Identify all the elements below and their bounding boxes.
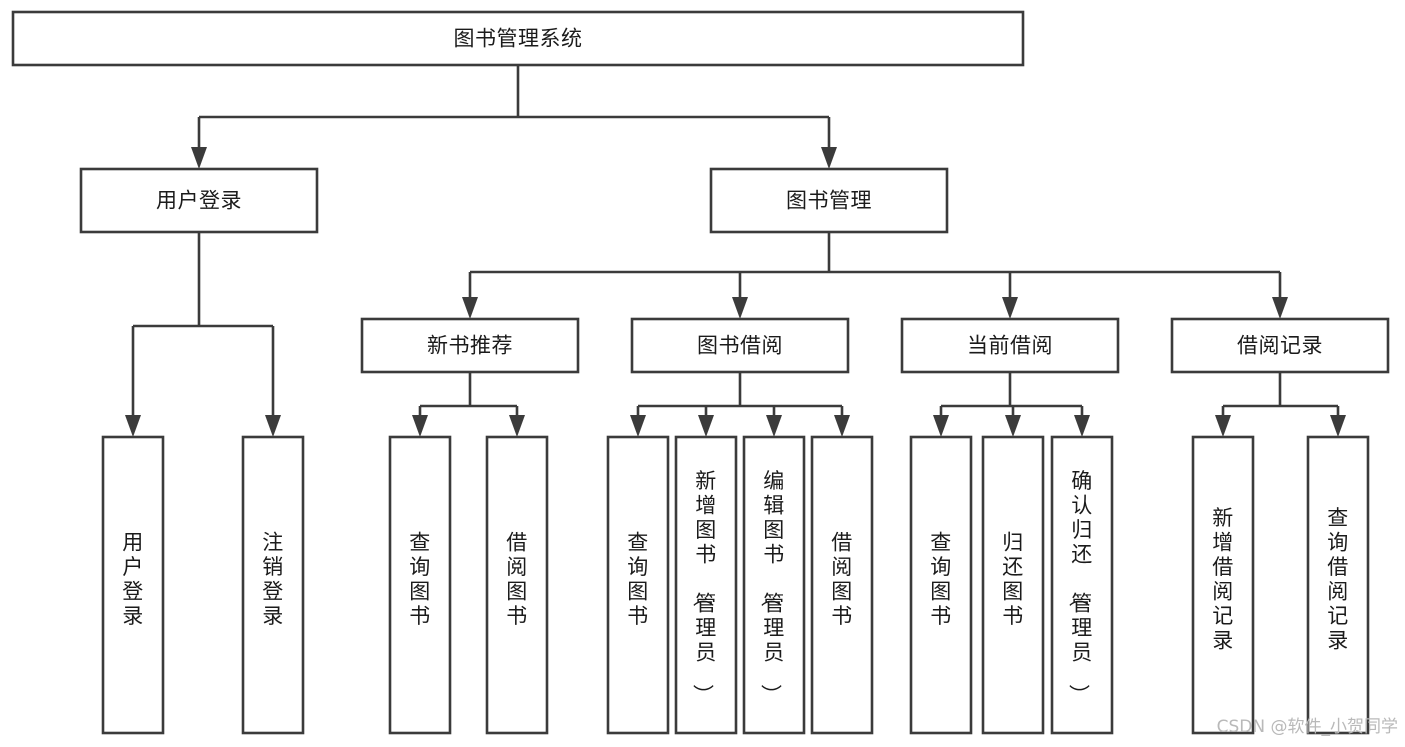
connector-current-borrow [933,372,1090,437]
node-leaf-leaf-add-borrow-record[interactable]: 新增借阅记录 [1191,435,1255,735]
node-leaf-leaf-return-book[interactable]: 归还图书 [981,435,1045,735]
node-leaf-leaf-logout[interactable]: 注销登录 [241,435,305,735]
node-leaf-leaf-query-book-current[interactable]: 查询图书 [909,435,973,735]
node-leaf-leaf-query-book-current-label: 查询图书 [930,530,952,628]
connector-new-book-recommend [412,372,525,437]
node-leaf-leaf-return-book-label: 归还图书 [1002,530,1024,628]
node-leaf-leaf-edit-book-admin-label: 编辑图书（管理员） [758,469,785,706]
connector-user-login [125,232,281,437]
node-level3-new-book-recommend[interactable]: 新书推荐 [360,317,580,374]
connectors-layer [125,65,1346,437]
node-level3-book-borrow[interactable]: 图书借阅 [630,317,850,374]
node-root-root-label: 图书管理系统 [454,27,583,51]
node-level3-book-borrow-label: 图书借阅 [697,334,783,358]
node-leaf-leaf-add-book-admin[interactable]: 新增图书（管理员） [674,435,738,735]
node-level3-current-borrow[interactable]: 当前借阅 [900,317,1120,374]
connector-root [191,65,837,169]
node-leaf-leaf-confirm-return-admin-label: 确认归还（管理员） [1066,469,1093,706]
node-level3-new-book-recommend-label: 新书推荐 [427,334,513,358]
node-level2-user-login-label: 用户登录 [156,189,242,213]
csdn-watermark: CSDN @软件_小贺同学 [1217,717,1398,737]
node-level3-current-borrow-label: 当前借阅 [967,334,1053,358]
node-level2-book-management[interactable]: 图书管理 [709,167,949,234]
node-leaf-leaf-logout-label: 注销登录 [262,530,284,628]
node-leaf-leaf-query-book-recommend-label: 查询图书 [409,530,431,628]
connector-borrow-record [1215,372,1346,437]
node-leaf-leaf-edit-book-admin[interactable]: 编辑图书（管理员） [742,435,806,735]
node-leaf-leaf-add-borrow-record-label: 新增借阅记录 [1212,506,1234,653]
node-leaf-leaf-query-borrow-record-label: 查询借阅记录 [1327,506,1349,653]
boxes-layer: 图书管理系统用户登录图书管理新书推荐图书借阅当前借阅借阅记录用户登录注销登录查询… [11,10,1390,735]
node-root-root[interactable]: 图书管理系统 [11,10,1025,67]
node-leaf-leaf-query-book-borrow-label: 查询图书 [627,530,649,628]
node-level2-book-management-label: 图书管理 [786,189,872,213]
node-level2-user-login[interactable]: 用户登录 [79,167,319,234]
node-leaf-leaf-borrow-book-recommend[interactable]: 借阅图书 [485,435,549,735]
node-leaf-leaf-query-book-recommend[interactable]: 查询图书 [388,435,452,735]
node-leaf-leaf-query-borrow-record[interactable]: 查询借阅记录 [1306,435,1370,735]
node-leaf-leaf-query-book-borrow[interactable]: 查询图书 [606,435,670,735]
connector-book-borrow [630,372,850,437]
node-leaf-leaf-borrow-book-recommend-label: 借阅图书 [506,530,528,628]
node-leaf-leaf-borrow-book[interactable]: 借阅图书 [810,435,874,735]
connector-book-management [462,232,1288,319]
node-leaf-leaf-add-book-admin-label: 新增图书（管理员） [690,469,717,706]
node-leaf-leaf-borrow-book-label: 借阅图书 [831,530,853,628]
node-level3-borrow-record-label: 借阅记录 [1237,334,1323,358]
node-leaf-leaf-user-login-label: 用户登录 [122,530,144,628]
node-leaf-leaf-user-login[interactable]: 用户登录 [101,435,165,735]
node-leaf-leaf-confirm-return-admin[interactable]: 确认归还（管理员） [1050,435,1114,735]
node-level3-borrow-record[interactable]: 借阅记录 [1170,317,1390,374]
